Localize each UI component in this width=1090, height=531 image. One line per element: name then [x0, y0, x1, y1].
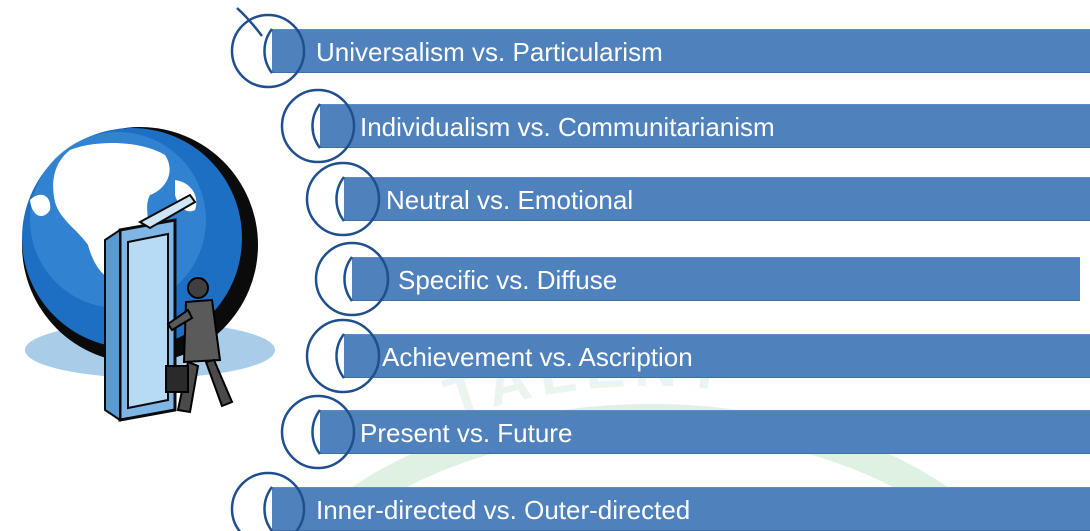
door-icon — [104, 193, 197, 422]
list-item: Neutral vs. Emotional — [344, 177, 1090, 221]
list-item: Inner-directed vs. Outer-directed — [272, 487, 1090, 531]
list-item: Achievement vs. Ascription — [344, 334, 1090, 378]
list-item: Present vs. Future — [320, 410, 1090, 454]
item-label: Achievement vs. Ascription — [382, 342, 693, 372]
list-item: Individualism vs. Communitarianism — [320, 104, 1090, 148]
list-item: Universalism vs. Particularism — [272, 29, 1090, 73]
item-label: Neutral vs. Emotional — [386, 185, 634, 215]
list-item: Specific vs. Diffuse — [352, 257, 1080, 301]
globe-door-clipart — [22, 127, 275, 422]
item-label: Universalism vs. Particularism — [316, 37, 663, 67]
item-label: Inner-directed vs. Outer-directed — [316, 495, 691, 525]
item-label: Present vs. Future — [360, 418, 573, 448]
businessman-icon — [165, 277, 234, 414]
item-label: Specific vs. Diffuse — [398, 265, 618, 295]
item-label: Individualism vs. Communitarianism — [360, 112, 775, 142]
